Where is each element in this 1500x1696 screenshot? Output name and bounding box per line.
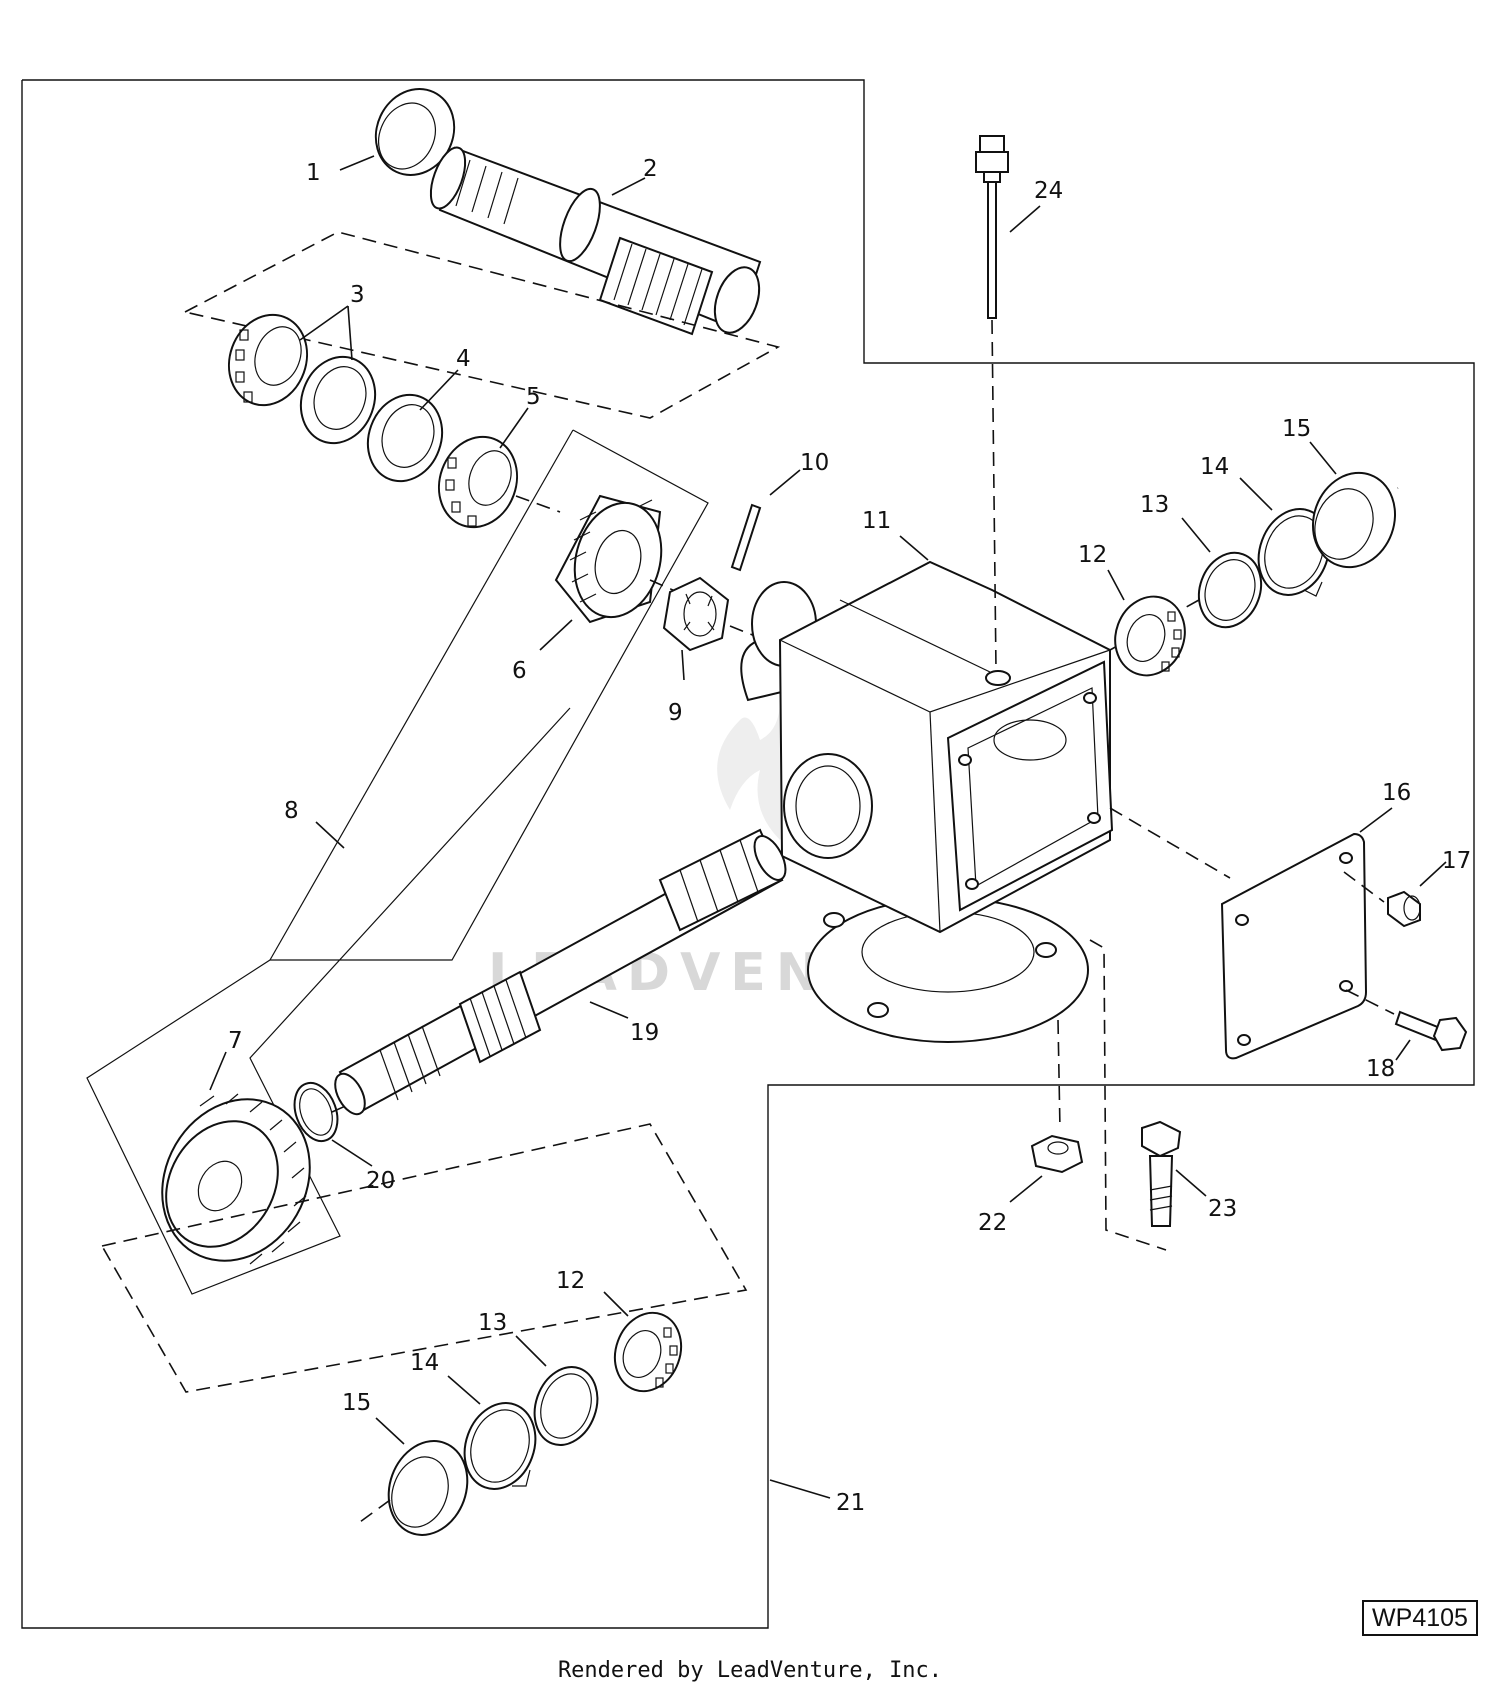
- part-12-bearing-cone-lower[interactable]: [604, 1303, 692, 1400]
- part-16-cover-plate[interactable]: [1220, 832, 1368, 1060]
- callout-12-upper[interactable]: 12: [1078, 542, 1107, 568]
- part-19-output-shaft[interactable]: [329, 828, 792, 1119]
- callout-9[interactable]: 9: [668, 700, 683, 726]
- callout-2[interactable]: 2: [643, 156, 658, 182]
- part-13-shim-lower[interactable]: [524, 1358, 608, 1454]
- callout-7[interactable]: 7: [228, 1028, 243, 1054]
- callout-22[interactable]: 22: [978, 1210, 1007, 1236]
- callout-19[interactable]: 19: [630, 1020, 659, 1046]
- part-5-bearing-cone[interactable]: [427, 426, 530, 538]
- callout-10[interactable]: 10: [800, 450, 829, 476]
- part-2-input-shaft[interactable]: [424, 143, 768, 339]
- callout-12-lower[interactable]: 12: [556, 1268, 585, 1294]
- callout-6[interactable]: 6: [512, 658, 527, 684]
- part-13-shim-upper[interactable]: [1189, 544, 1271, 636]
- callout-16[interactable]: 16: [1382, 780, 1411, 806]
- part-12-bearing-cone-upper[interactable]: [1104, 587, 1195, 685]
- callout-21[interactable]: 21: [836, 1490, 865, 1516]
- callout-15-upper[interactable]: 15: [1282, 416, 1311, 442]
- callout-13-lower[interactable]: 13: [478, 1310, 507, 1336]
- callout-18[interactable]: 18: [1366, 1056, 1395, 1082]
- callout-3[interactable]: 3: [350, 282, 365, 308]
- part-15-seal-upper[interactable]: [1300, 461, 1408, 579]
- bearing-group-outline: [184, 231, 781, 419]
- callout-14-upper[interactable]: 14: [1200, 454, 1229, 480]
- part-10-pin[interactable]: [730, 503, 762, 572]
- callout-11[interactable]: 11: [862, 508, 891, 534]
- callout-15-lower[interactable]: 15: [342, 1390, 371, 1416]
- callout-4[interactable]: 4: [456, 346, 471, 372]
- callout-13-upper[interactable]: 13: [1140, 492, 1169, 518]
- assembly-frame: [21, 79, 1475, 1629]
- part-3-bearing[interactable]: [217, 304, 387, 454]
- callout-8[interactable]: 8: [284, 798, 299, 824]
- part-17-plug[interactable]: [1387, 890, 1421, 928]
- part-1-seal[interactable]: [362, 76, 468, 188]
- part-20-snap-ring[interactable]: [287, 1077, 351, 1147]
- part-7-bevel-gear[interactable]: [133, 1072, 338, 1287]
- part-22-flange-nut[interactable]: [1030, 1134, 1084, 1174]
- part-18-cap-screw[interactable]: [1394, 1010, 1468, 1052]
- part-23-bolt[interactable]: [1141, 1120, 1182, 1227]
- figure-id-label: WP4105: [1362, 1600, 1478, 1636]
- part-11-gearbox-housing[interactable]: [740, 560, 1114, 1043]
- part-9-castle-nut[interactable]: [662, 576, 730, 652]
- callout-17[interactable]: 17: [1442, 848, 1471, 874]
- callout-5[interactable]: 5: [526, 384, 541, 410]
- part-6-bevel-gear[interactable]: [554, 493, 674, 627]
- lower-bearing-group-outline: [101, 1123, 748, 1393]
- part-4-bearing-cup[interactable]: [356, 384, 454, 491]
- callout-1[interactable]: 1: [306, 160, 321, 186]
- part-14-snap-ring-lower[interactable]: [453, 1393, 547, 1499]
- footer-credit: Rendered by LeadVenture, Inc.: [557, 1658, 943, 1683]
- callout-24[interactable]: 24: [1034, 178, 1063, 204]
- callout-14-lower[interactable]: 14: [410, 1350, 439, 1376]
- callout-23[interactable]: 23: [1208, 1196, 1237, 1222]
- part-14-snap-ring-upper[interactable]: [1247, 499, 1341, 605]
- part-24-dipstick[interactable]: [975, 135, 1009, 319]
- part-15-seal-lower[interactable]: [376, 1430, 480, 1546]
